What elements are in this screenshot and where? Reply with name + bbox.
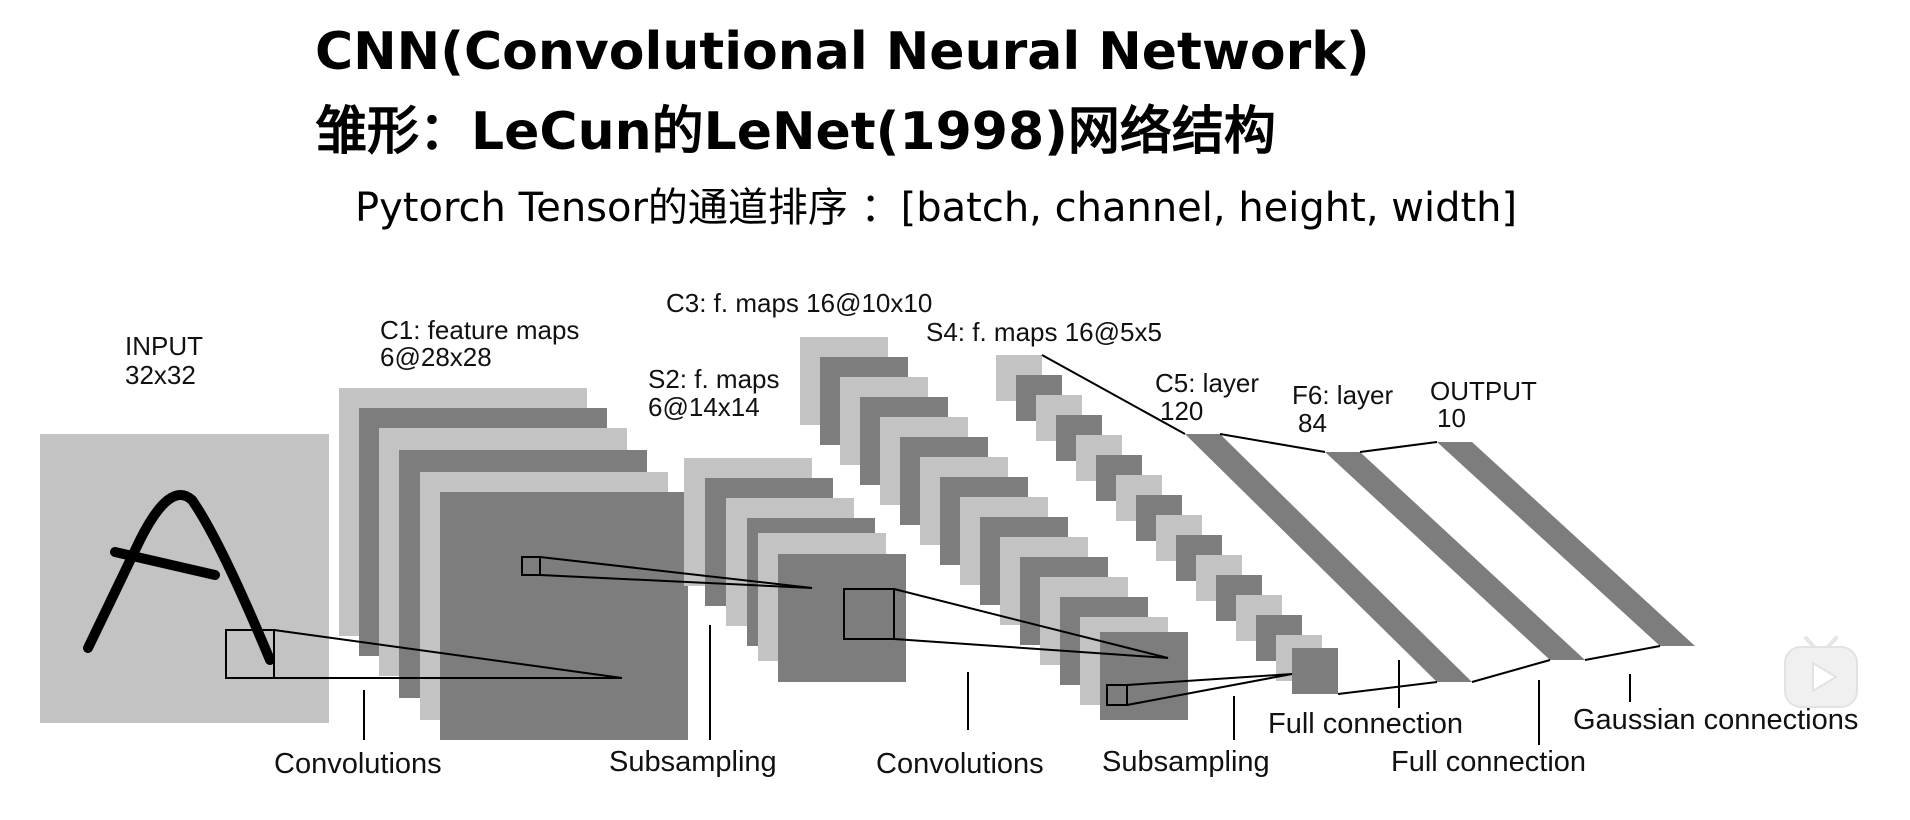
f6-size-label: 84 [1298, 408, 1327, 438]
output-label: OUTPUT [1430, 376, 1537, 406]
slide-title: CNN(Convolutional Neural Network) 雏形：LeC… [315, 12, 1370, 172]
gaussian-connections-label: Gaussian connections [1573, 704, 1858, 736]
tensor-order-subtitle: Pytorch Tensor的通道排序 ：[batch, channel, he… [355, 185, 1518, 231]
subsampling-2-label: Subsampling [1102, 746, 1270, 778]
s4-feature-maps [996, 355, 1338, 694]
full-connection-2-label: Full connection [1391, 746, 1586, 778]
receptive-field-lines [225, 354, 1661, 706]
bilibili-tv-icon [1784, 636, 1858, 708]
c5-layer-band [1185, 434, 1472, 682]
s2-feature-maps [684, 458, 906, 682]
s2-size-label: 6@14x14 [648, 392, 760, 422]
output-size-label: 10 [1437, 403, 1466, 433]
c3-label: C3: f. maps 16@10x10 [666, 288, 932, 318]
input-label: INPUT [125, 331, 203, 361]
input-size-label: 32x32 [125, 360, 196, 390]
subsampling-1-label: Subsampling [609, 746, 777, 778]
operation-ticks [363, 625, 1631, 745]
convolutions-2-label: Convolutions [876, 748, 1044, 780]
letter-a-drawing [83, 490, 275, 665]
convolutions-1-label: Convolutions [274, 748, 442, 780]
c5-label: C5: layer [1155, 368, 1259, 398]
s2-label: S2: f. maps [648, 364, 780, 394]
c1-label: C1: feature maps [380, 315, 579, 345]
c3-feature-maps [800, 337, 1188, 720]
input-image [40, 434, 329, 723]
s4-label: S4: f. maps 16@5x5 [926, 317, 1162, 347]
c1-size-label: 6@28x28 [380, 342, 492, 372]
output-layer-band [1437, 442, 1695, 646]
full-connection-1-label: Full connection [1268, 708, 1463, 740]
title-line-1: CNN(Convolutional Neural Network) [315, 22, 1370, 82]
f6-label: F6: layer [1292, 380, 1393, 410]
c1-feature-maps [339, 388, 688, 740]
f6-layer-band [1325, 452, 1585, 660]
title-line-2: 雏形：LeCun的LeNet(1998)网络结构 [315, 102, 1276, 162]
c5-size-label: 120 [1160, 396, 1203, 426]
